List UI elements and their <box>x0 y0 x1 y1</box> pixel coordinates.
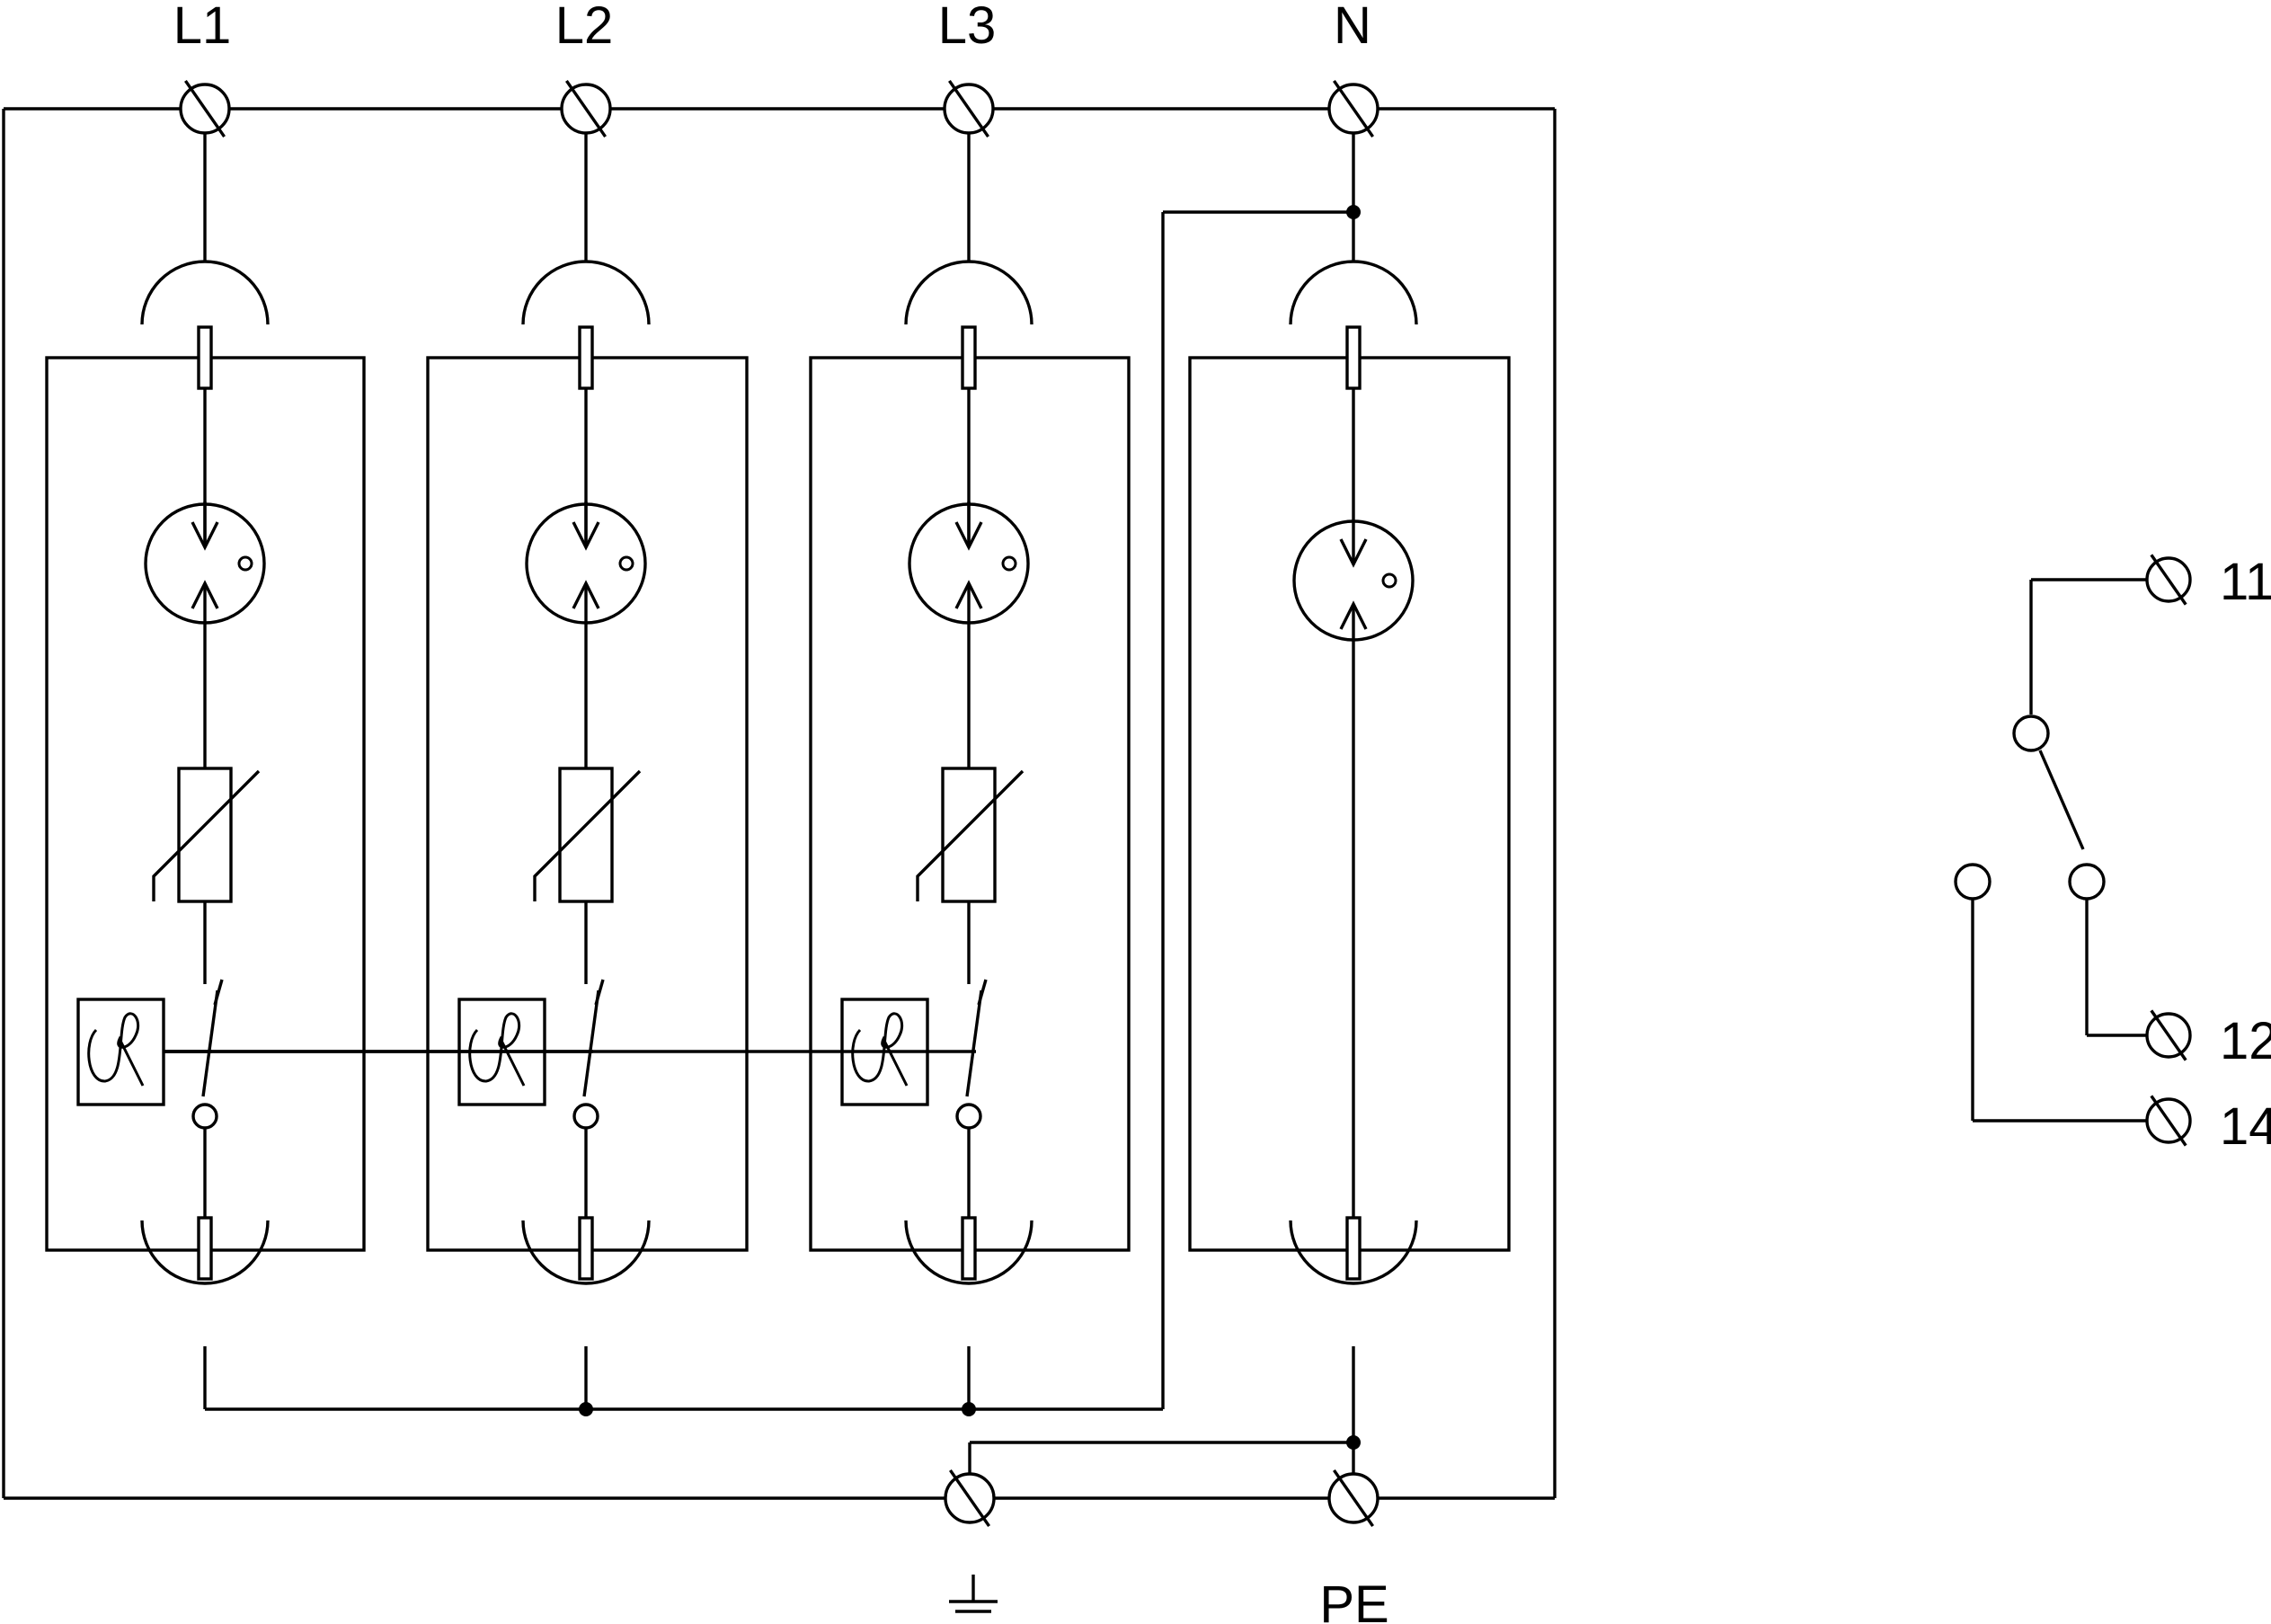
switch-blade <box>582 989 600 1097</box>
plug-pin-bottom <box>197 1216 213 1281</box>
varistor-icon <box>533 767 642 903</box>
spark-gap-icon <box>525 501 647 625</box>
earth-ground-icon <box>949 1575 998 1613</box>
varistor-slash <box>533 769 642 901</box>
changeover-contact-icon <box>1954 554 2192 1147</box>
varistor-slash <box>916 769 1025 901</box>
thermal-glyph <box>468 1012 526 1087</box>
terminal-label-l3: L3 <box>938 0 997 55</box>
contact-no <box>1954 863 1992 901</box>
arrow-head <box>572 580 600 609</box>
contact-nc <box>2068 863 2106 901</box>
varistor-icon <box>152 767 261 903</box>
contact-label-12: 12 <box>2220 1012 2271 1070</box>
plug-pin-top <box>578 325 594 390</box>
plug-socket-bottom <box>904 1220 1033 1285</box>
protection-module-1 <box>45 109 366 1409</box>
thermal-glyph <box>851 1012 909 1087</box>
plug-pin-bottom <box>1345 1216 1362 1281</box>
plug-socket-bottom <box>521 1220 651 1285</box>
contact-11-screw-terminal-icon <box>2145 554 2192 606</box>
arrow-head <box>1339 600 1368 630</box>
terminal-l2-screw-terminal-icon <box>560 79 612 138</box>
terminal-label-pe: PE <box>1319 1575 1388 1624</box>
arrow-head <box>191 580 219 609</box>
plug-socket-bottom <box>140 1220 270 1285</box>
switch-tick <box>213 979 224 1006</box>
contact-blade <box>2038 750 2085 850</box>
spark-gap-icon <box>908 501 1030 625</box>
switch-pivot <box>955 1103 982 1130</box>
module-housing <box>1188 356 1511 1252</box>
contact-label-11: 11 <box>2220 553 2271 611</box>
plug-pin-top <box>197 325 213 390</box>
arrow-head <box>954 580 983 609</box>
switch-blade <box>965 989 983 1097</box>
terminal-l1-screw-terminal-icon <box>179 79 231 138</box>
terminal-label-l1: L1 <box>173 0 232 55</box>
plug-pin-bottom <box>578 1216 594 1281</box>
varistor-slash <box>152 769 261 901</box>
plug-socket-top <box>521 260 651 325</box>
terminals <box>179 79 1379 1613</box>
labels: L1 L2 L3 N PE 11 12 14 <box>173 0 2271 1624</box>
plug-socket-top <box>1289 260 1418 325</box>
contact-12-screw-terminal-icon <box>2145 1009 2192 1061</box>
plug-socket-bottom <box>1289 1220 1418 1285</box>
switch-tick <box>594 979 605 1006</box>
protection-module-2 <box>164 109 749 1409</box>
modules <box>45 109 1511 1498</box>
plug-pin-top <box>961 325 977 390</box>
plug-socket-top <box>140 260 270 325</box>
protection-module-3 <box>164 109 1131 1409</box>
protection-module-n <box>1188 109 1511 1498</box>
thermal-disconnector-icon <box>76 998 165 1106</box>
switch-pivot <box>191 1103 218 1130</box>
plug-pin-top <box>1345 325 1362 390</box>
contact-14-screw-terminal-icon <box>2145 1095 2192 1147</box>
spark-gap-icon <box>144 501 266 625</box>
terminal-l3-screw-terminal-icon <box>943 79 995 138</box>
terminal-n-screw-terminal-icon <box>1327 79 1379 138</box>
thermal-disconnector-icon <box>840 998 929 1106</box>
arrow-head <box>1339 538 1368 568</box>
switch-tick <box>977 979 988 1006</box>
terminal-pe-screw-terminal-icon <box>1327 1469 1379 1528</box>
wiring <box>2 107 1557 1500</box>
plug-socket-top <box>904 260 1033 325</box>
terminal-label-n: N <box>1334 0 1371 55</box>
switch-pivot <box>572 1103 599 1130</box>
terminal-label-l2: L2 <box>555 0 614 55</box>
terminal-earth-screw-terminal-icon <box>944 1469 996 1528</box>
contact-common <box>2012 714 2050 752</box>
varistor-icon <box>916 767 1025 903</box>
thermal-glyph <box>87 1012 145 1087</box>
switch-blade <box>201 989 219 1097</box>
plug-pin-bottom <box>961 1216 977 1281</box>
contact-label-14: 14 <box>2220 1097 2271 1156</box>
